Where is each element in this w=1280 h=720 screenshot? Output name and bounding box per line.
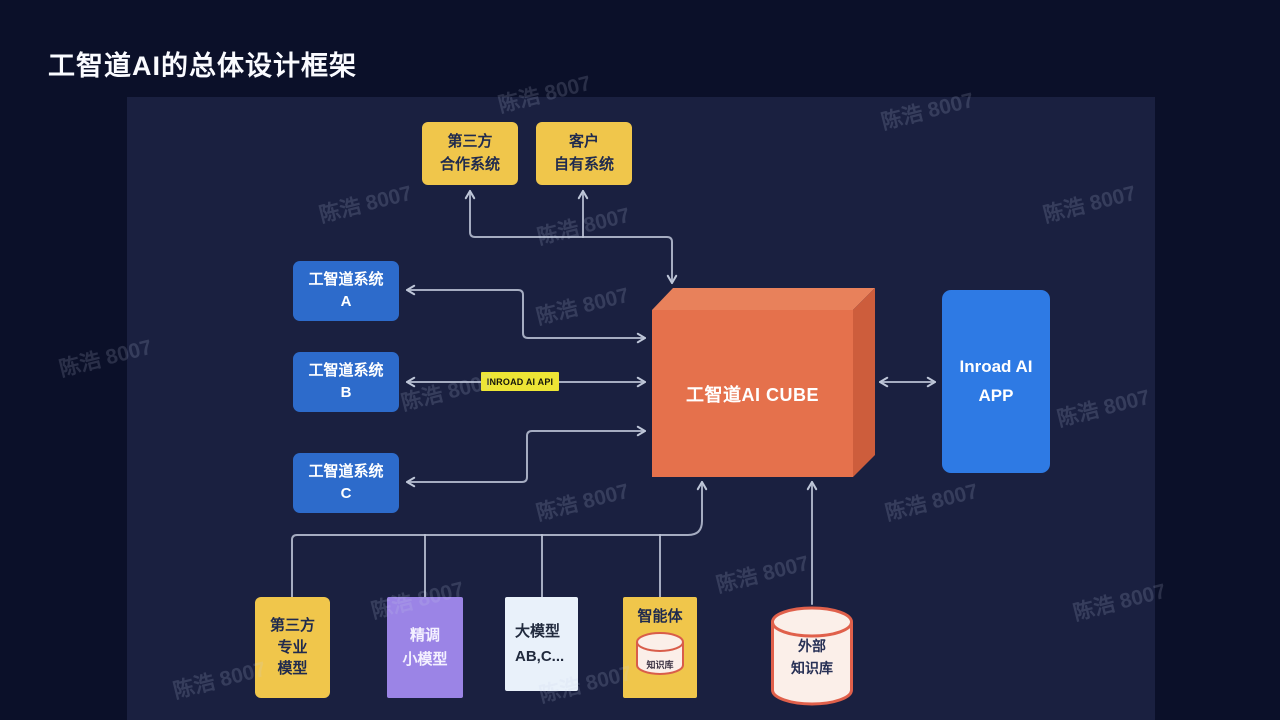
node-label: 第三方 bbox=[269, 616, 315, 634]
cube-label: 工智道AI CUBE bbox=[685, 384, 819, 405]
cube-front-face: 工智道AI CUBE bbox=[652, 310, 853, 477]
cube-right-face bbox=[853, 288, 875, 477]
node-label: 外部 知识库 bbox=[791, 638, 833, 676]
cylinder-icon bbox=[636, 632, 684, 675]
node-label: 自有系统 bbox=[553, 155, 614, 173]
node-label: 工智道系统 bbox=[308, 271, 384, 289]
node-label: 合作系统 bbox=[439, 155, 500, 173]
node-large-models: 大模型 AB,C... bbox=[505, 597, 578, 691]
cylinder-icon bbox=[771, 606, 853, 706]
node-external-knowledge-base: 外部 知识库 bbox=[770, 605, 854, 707]
node-label: APP bbox=[978, 385, 1014, 405]
cube-top-face bbox=[652, 288, 875, 310]
agent-knowledge-base: 知识库 bbox=[634, 629, 686, 677]
node-label: 大模型 bbox=[515, 622, 561, 640]
node-label: Inroad AI bbox=[959, 357, 1033, 377]
inroad-api-label: INROAD AI API bbox=[481, 372, 559, 391]
node-label: C bbox=[340, 485, 352, 502]
node-label: 专业 bbox=[277, 638, 308, 656]
node-customer-own-system: 客户 自有系统 bbox=[536, 122, 632, 185]
node-label: 工智道系统 bbox=[308, 463, 384, 481]
node-system-a: 工智道系统 A bbox=[293, 261, 399, 321]
node-label: AB,C... bbox=[515, 648, 565, 665]
node-third-party-partner-system: 第三方 合作系统 bbox=[422, 122, 518, 185]
page-title: 工智道AI的总体设计框架 bbox=[48, 51, 357, 81]
node-label: 精调 bbox=[409, 626, 440, 644]
node-system-b: 工智道系统 B bbox=[293, 352, 399, 412]
node-label: A bbox=[340, 293, 352, 310]
node-label: 客户 bbox=[568, 133, 599, 150]
node-third-party-pro-model: 第三方 专业 模型 bbox=[255, 597, 330, 698]
node-inroad-ai-app: Inroad AI APP bbox=[942, 290, 1050, 473]
node-ai-cube: 工智道AI CUBE bbox=[652, 288, 875, 477]
node-agent: 智能体 知识库 bbox=[623, 597, 697, 698]
node-finetuned-small-model: 精调 小模型 bbox=[387, 597, 463, 698]
node-label: 第三方 bbox=[447, 133, 493, 150]
node-label: 小模型 bbox=[402, 650, 448, 668]
node-system-c: 工智道系统 C bbox=[293, 453, 399, 513]
node-label: 智能体 bbox=[637, 608, 683, 625]
node-label: 模型 bbox=[277, 660, 308, 678]
kb-label: 知识库 bbox=[646, 660, 674, 670]
node-label: B bbox=[340, 384, 352, 401]
node-label: 工智道系统 bbox=[308, 362, 384, 380]
